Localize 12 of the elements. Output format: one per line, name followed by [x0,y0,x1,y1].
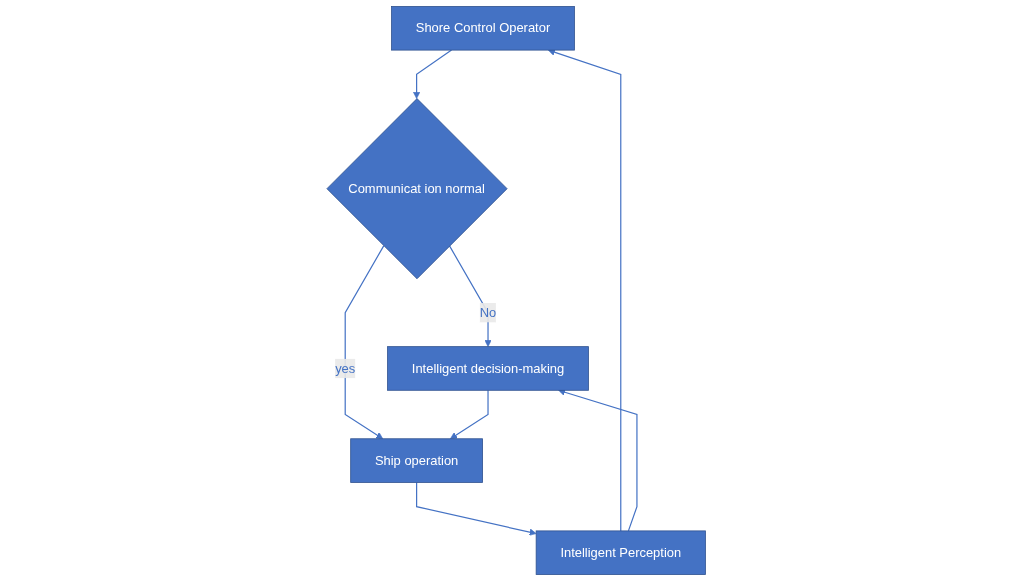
arrow [413,49,453,99]
node-diamond: Communicat ion normal [326,98,508,280]
arrow [416,481,537,536]
node-box: Shore Control Operator [391,6,576,51]
arrow [449,245,492,347]
edge-label: yes [335,361,356,375]
arrow [344,245,385,440]
arrow [450,389,489,440]
node-box: Intelligent Perception [536,530,707,575]
node-box: Intelligent decision-making [387,346,590,391]
node-box: Ship operation [350,438,484,483]
edge-label: No [480,305,497,320]
